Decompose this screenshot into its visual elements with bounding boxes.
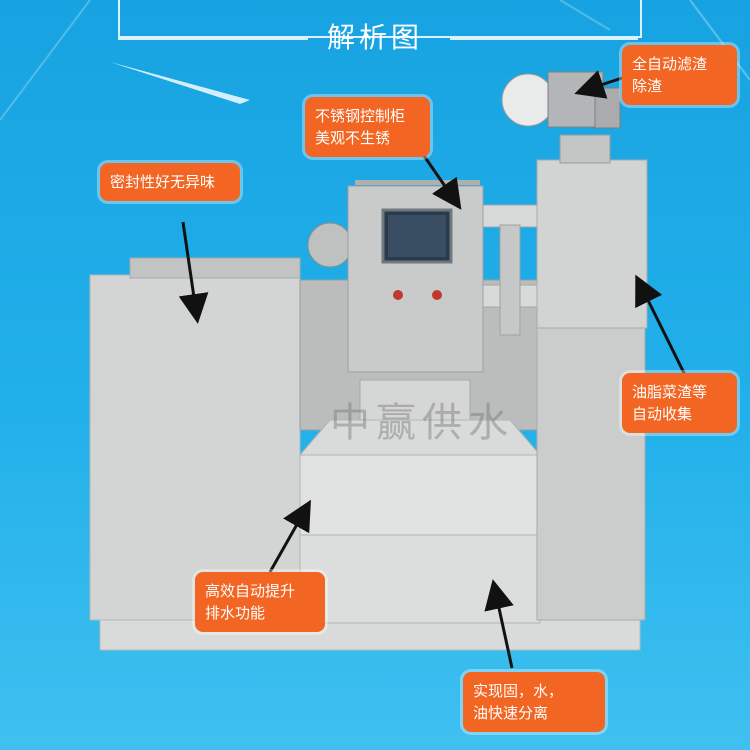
right-lower (536, 327, 646, 621)
button-red-2 (432, 290, 442, 300)
arrow-separation (484, 579, 514, 669)
callout-line: 自动收集 (632, 405, 693, 423)
callout-line: 实现固，水， (473, 682, 564, 700)
lift-box (299, 454, 541, 536)
title-line-left (118, 38, 308, 40)
left-tank-lid (129, 257, 301, 279)
separation-box (299, 534, 541, 624)
callout-line: 美观不生锈 (315, 129, 391, 147)
gearbox-side (594, 87, 621, 129)
pipe-top (479, 204, 541, 228)
callout-line: 高效自动提升 (205, 582, 296, 600)
watermark: 中赢供水 (330, 400, 514, 446)
callout-auto-filter: 全自动滤渣 除渣 (622, 45, 737, 105)
filter-neck (559, 134, 611, 164)
pipe-vertical (499, 224, 521, 336)
callout-line: 不锈钢控制柜 (315, 107, 406, 125)
cabinet-top-bar (355, 180, 480, 185)
left-motor (307, 222, 353, 268)
arrow-oil (635, 274, 687, 376)
callout-separation: 实现固，水， 油快速分离 (463, 672, 605, 732)
callout-stainless-control: 不锈钢控制柜 美观不生锈 (305, 97, 430, 157)
title-line-right (450, 38, 638, 40)
right-tower (536, 159, 648, 329)
callout-line: 密封性好无异味 (110, 173, 216, 191)
arrow-lift (268, 499, 311, 573)
screen-inner (388, 215, 446, 257)
callout-auto-lift: 高效自动提升 排水功能 (195, 572, 325, 632)
button-red-1 (393, 290, 403, 300)
base-plate (99, 619, 641, 651)
title-frame (118, 0, 642, 38)
filter-motor (501, 73, 555, 127)
arrow-control (418, 149, 462, 210)
callout-line: 全自动滤渣 (632, 55, 708, 73)
callout-line: 排水功能 (205, 604, 266, 622)
callout-line: 油脂菜渣等 (632, 383, 708, 401)
callout-sealing: 密封性好无异味 (100, 163, 240, 201)
callout-line: 油快速分离 (473, 704, 549, 722)
callout-oil-collect: 油脂菜渣等 自动收集 (622, 373, 737, 433)
diagram-title: 解析图 (326, 21, 423, 54)
left-tank (89, 274, 301, 621)
arrow-sealing (178, 221, 209, 324)
callout-line: 除渣 (632, 77, 663, 95)
arrow-auto-filter (574, 70, 623, 99)
